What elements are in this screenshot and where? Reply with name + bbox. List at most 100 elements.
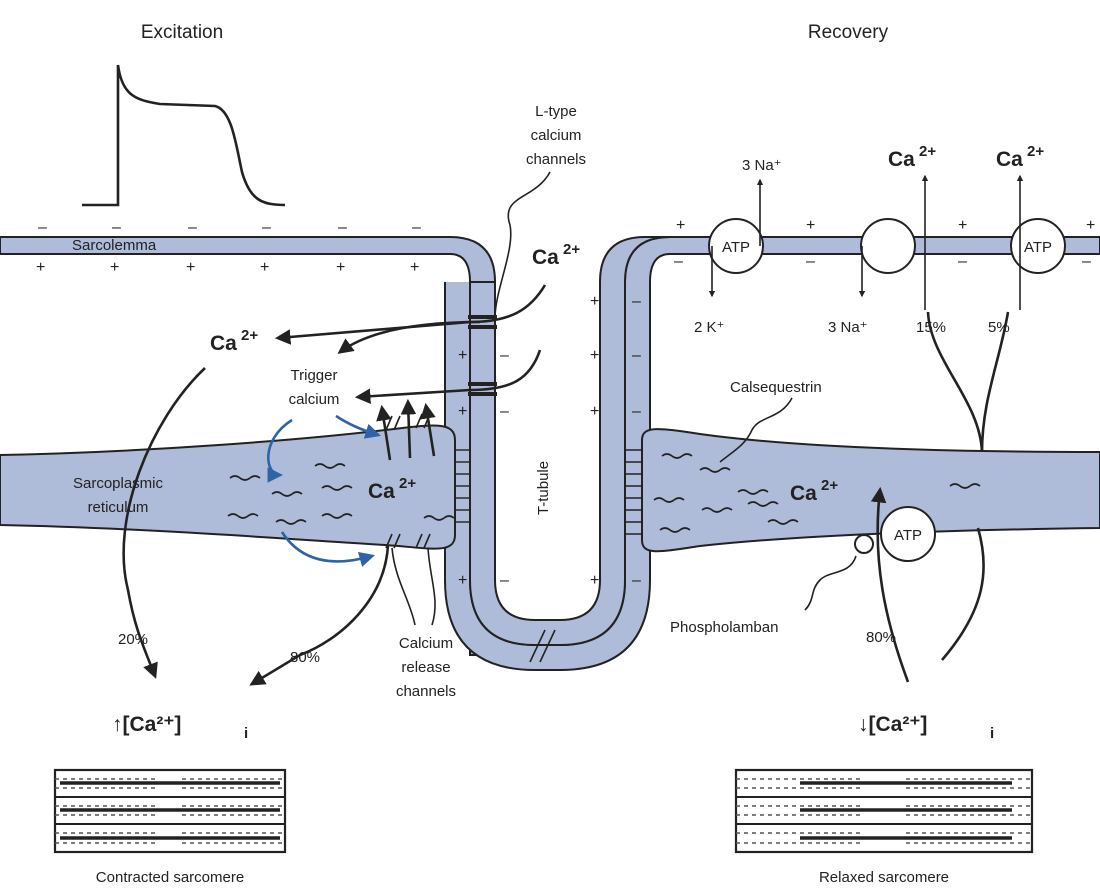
- sarcoplasmic-reticulum-left: [0, 424, 456, 550]
- release-up-arrow-3: [420, 402, 436, 457]
- relaxed-sarcomere: [734, 768, 1034, 854]
- svg-text:Ca: Ca: [210, 332, 237, 355]
- svg-text:Ca: Ca: [996, 148, 1023, 171]
- svg-text:–: –: [674, 253, 683, 270]
- ci-increase-label: ↑[Ca²⁺] i: [112, 713, 248, 742]
- serca-atp-label: ATP: [894, 527, 922, 544]
- action-potential-trace: [82, 64, 286, 207]
- svg-text:+: +: [36, 259, 45, 276]
- svg-text:2+: 2+: [919, 143, 936, 160]
- svg-text:+: +: [458, 347, 467, 364]
- release-up-arrow-1: [376, 404, 392, 461]
- svg-text:Ca: Ca: [790, 482, 817, 505]
- svg-text:+: +: [336, 259, 345, 276]
- release-channel-leader-2: [427, 547, 436, 626]
- svg-text:↑[Ca²⁺]: ↑[Ca²⁺]: [112, 713, 181, 736]
- na-k-atp-label: ATP: [722, 239, 750, 256]
- svg-text:–: –: [262, 219, 271, 236]
- sarcolemma-label: Sarcolemma: [72, 237, 157, 254]
- svg-text:–: –: [412, 219, 421, 236]
- release-channel-leader-1: [391, 547, 416, 626]
- influx-20-arrow: [122, 367, 206, 679]
- svg-text:i: i: [990, 725, 994, 742]
- pct-80-right-label: 80%: [866, 629, 896, 646]
- svg-text:2+: 2+: [821, 477, 838, 494]
- recovery-header: Recovery: [808, 22, 889, 43]
- svg-text:–: –: [38, 219, 47, 236]
- phospholamban-circle: [854, 534, 874, 554]
- svg-text:2+: 2+: [399, 475, 416, 492]
- svg-text:–: –: [112, 219, 121, 236]
- trigger-label-2: calcium: [289, 391, 340, 408]
- calsequestrin-marks-left: [227, 463, 455, 525]
- svg-text:↓[Ca²⁺]: ↓[Ca²⁺]: [858, 713, 927, 736]
- sr-label-2: reticulum: [88, 499, 149, 516]
- phospholamban-leader: [804, 555, 857, 611]
- svg-text:+: +: [958, 217, 967, 234]
- phospholamban-label: Phospholamban: [670, 619, 778, 636]
- junctional-feet-right: [625, 449, 642, 535]
- svg-text:+: +: [458, 403, 467, 420]
- l-type-label-2: calcium: [531, 127, 582, 144]
- svg-text:+: +: [590, 572, 599, 589]
- release-label-3: channels: [396, 683, 456, 700]
- junctional-feet-left: [455, 449, 470, 523]
- ca-cytosol-left-label: Ca 2+: [210, 327, 258, 355]
- svg-text:–: –: [632, 572, 641, 589]
- sarcolemma-left-signs: – – – – – – + + + + + +: [36, 219, 421, 276]
- ca-atp-label: ATP: [1024, 239, 1052, 256]
- svg-text:–: –: [500, 347, 509, 364]
- svg-text:–: –: [500, 572, 509, 589]
- release-label-1: Calcium: [399, 635, 453, 652]
- ca-sr-left-label: Ca 2+: [368, 475, 416, 503]
- release-80-arrow: [249, 544, 390, 686]
- ca-sr-right-label: Ca 2+: [790, 477, 838, 505]
- cicr-lower-blue-arrow: [280, 531, 376, 567]
- na-ca-exchanger: [860, 218, 916, 274]
- contracted-sarcomere-label: Contracted sarcomere: [96, 869, 244, 886]
- ca-pump-out-label: Ca 2+: [996, 143, 1044, 171]
- trigger-label-1: Trigger: [291, 367, 338, 384]
- ca-influx-lower-arrow: [354, 349, 542, 405]
- ca-influx-arrow: [274, 284, 547, 345]
- svg-text:+: +: [806, 217, 815, 234]
- relaxed-sarcomere-label: Relaxed sarcomere: [819, 869, 949, 886]
- svg-text:–: –: [958, 253, 967, 270]
- serca-pump: [880, 506, 936, 562]
- svg-text:2+: 2+: [563, 241, 580, 258]
- l-type-channel-lower: [468, 382, 497, 396]
- svg-text:–: –: [632, 293, 641, 310]
- ca-influx-branch-arrow: [337, 320, 481, 354]
- svg-text:+: +: [590, 347, 599, 364]
- ci-decrease-label: ↓[Ca²⁺] i: [858, 713, 994, 742]
- l-type-channel-upper: [468, 315, 497, 329]
- svg-text:–: –: [338, 219, 347, 236]
- pct-80-left-label: 80%: [290, 649, 320, 666]
- svg-text:2+: 2+: [1027, 143, 1044, 160]
- efflux-lower-curve: [941, 527, 985, 661]
- svg-text:+: +: [590, 293, 599, 310]
- svg-text:–: –: [632, 347, 641, 364]
- svg-text:+: +: [676, 217, 685, 234]
- excitation-header: Excitation: [141, 22, 223, 43]
- t-tubule-left-wall: [469, 236, 671, 646]
- tubule-break-mark: [529, 629, 556, 663]
- serca-uptake-arrow: [870, 486, 910, 683]
- sarcolemmal-ca-atpase: [1010, 218, 1066, 274]
- svg-text:+: +: [260, 259, 269, 276]
- l-type-leader: [494, 171, 551, 319]
- svg-text:–: –: [632, 403, 641, 420]
- pct-20-label: 20%: [118, 631, 148, 648]
- svg-text:Ca: Ca: [368, 480, 395, 503]
- trigger-to-channel-blue-arrow: [335, 414, 381, 439]
- ca-entry-label: Ca 2+: [532, 241, 580, 269]
- svg-text:–: –: [188, 219, 197, 236]
- svg-text:+: +: [1086, 217, 1095, 234]
- svg-text:–: –: [500, 403, 509, 420]
- svg-text:Ca: Ca: [888, 148, 915, 171]
- t-tubule-label: T-tubule: [535, 461, 552, 515]
- ryanodine-channel-marks: [385, 413, 431, 549]
- t-tubule-signs: +– +– +– +– +– +– +–: [458, 293, 641, 589]
- ca-exchanger-out-label: Ca 2+: [888, 143, 936, 171]
